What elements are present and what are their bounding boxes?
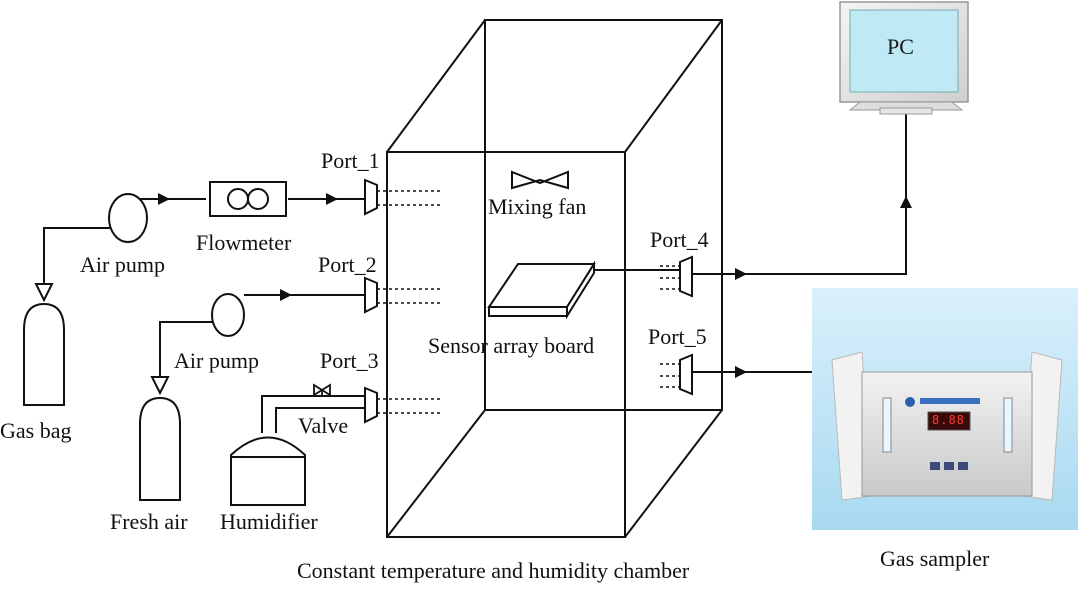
humidifier-icon (230, 436, 306, 506)
chamber-front-face (386, 151, 626, 538)
label-pc: PC (887, 34, 914, 59)
chamber (386, 19, 723, 538)
gas-line-2 (150, 289, 365, 396)
mixing-fan-icon (511, 170, 569, 190)
gas-sampler-device (812, 288, 1078, 530)
label-mixing-fan: Mixing fan (488, 194, 587, 219)
signal-line-pc (594, 110, 912, 280)
fresh-air-cylinder-icon (139, 396, 181, 501)
dotted-pipes (377, 190, 680, 414)
label-port-2: Port_2 (318, 252, 377, 277)
air-pump-2-icon (211, 293, 245, 337)
valve-icon (313, 383, 331, 397)
flowmeter-icon (209, 181, 287, 217)
label-port-3: Port_3 (320, 348, 379, 373)
label-chamber: Constant temperature and humidity chambe… (297, 558, 690, 583)
port-1 (364, 178, 378, 216)
label-gas-sampler: Gas sampler (880, 546, 990, 571)
gas-line-1 (34, 193, 365, 303)
label-humidifier: Humidifier (220, 509, 318, 534)
label-valve: Valve (298, 413, 349, 438)
sampler-display-readout: 8.88 (932, 413, 965, 427)
sensor-array-board (487, 260, 596, 320)
port-4 (679, 255, 693, 298)
port-5 (679, 353, 693, 396)
label-air-pump-2: Air pump (174, 348, 259, 373)
label-port-4: Port_4 (650, 227, 709, 252)
pc-monitor-icon (839, 1, 969, 115)
port-2 (364, 276, 378, 314)
label-sensor-array-board: Sensor array board (428, 333, 595, 358)
port-3 (364, 386, 378, 424)
label-air-pump-1: Air pump (80, 252, 165, 277)
label-port-5: Port_5 (648, 324, 707, 349)
chamber-back-face (484, 19, 723, 411)
label-port-1: Port_1 (321, 148, 380, 173)
gas-bag-icon (23, 302, 65, 406)
label-fresh-air: Fresh air (110, 509, 188, 534)
label-flowmeter: Flowmeter (196, 230, 292, 255)
label-gas-bag: Gas bag (0, 418, 72, 443)
air-pump-1-icon (108, 193, 148, 243)
